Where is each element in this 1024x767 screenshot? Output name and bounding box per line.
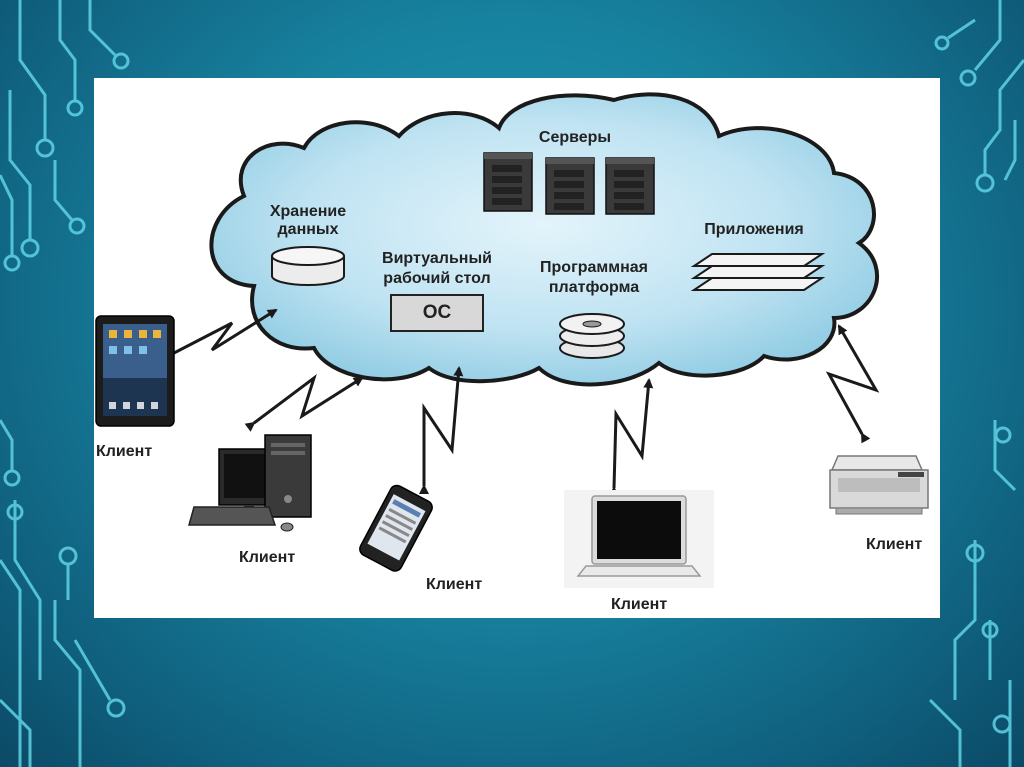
laptop-icon — [564, 490, 714, 588]
client-label-desktop: Клиент — [239, 549, 296, 566]
tablet-icon — [95, 315, 175, 427]
server-icon — [605, 157, 655, 215]
disk-stack-icon — [559, 313, 625, 359]
storage-label: Хранение данных — [269, 203, 347, 238]
connection-arrow — [825, 324, 880, 444]
connection-arrow — [419, 366, 464, 494]
virtual-desktop-label: Виртуальный рабочий стол — [382, 250, 492, 287]
client-label-laptop: Клиент — [611, 596, 668, 613]
connection-arrow — [244, 373, 364, 432]
server-icon — [545, 157, 595, 215]
client-label-tablet: Клиент — [96, 443, 153, 460]
connection-arrow — [164, 308, 278, 362]
servers-label: Серверы — [538, 129, 612, 146]
os-box: ОС — [390, 294, 484, 332]
applications-label: Приложения — [704, 221, 804, 238]
cloud-diagram — [95, 92, 929, 588]
desktop-computer-icon — [188, 434, 312, 532]
client-label-smartphone: Клиент — [426, 576, 483, 593]
connection-arrow — [608, 378, 654, 497]
documents-stack-icon — [690, 253, 826, 291]
server-icon — [483, 152, 533, 212]
database-icon — [271, 246, 345, 286]
software-platform-label: Программная платформа — [540, 259, 648, 296]
printer-icon — [829, 455, 929, 515]
circuit-traces-left — [0, 0, 130, 767]
circuit-traces-right — [928, 0, 1024, 767]
smartphone-icon — [359, 484, 433, 572]
cloud-shape — [209, 92, 879, 387]
diagram-panel: Серверы Хранение данных Виртуальный рабо… — [94, 78, 940, 618]
client-label-printer: Клиент — [866, 536, 923, 553]
